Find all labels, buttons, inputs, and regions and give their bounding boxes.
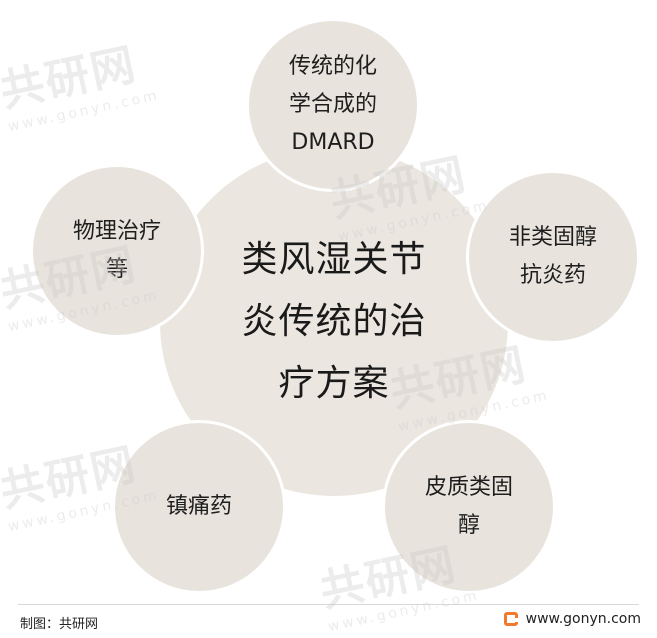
node-right-circle: 非类固醇 抗炎药 [466, 170, 640, 344]
center-label: 类风湿关节 炎传统的治 疗方案 [241, 239, 427, 404]
node-bottom-left-label: 镇痛药 [165, 494, 232, 519]
node-bottom-right-label: 皮质类固 醇 [424, 475, 513, 538]
node-left-label: 物理治疗 等 [72, 219, 161, 282]
footer-website-text: www.gonyn.com [525, 611, 641, 627]
footer-source: 制图：共研网 [20, 617, 99, 632]
node-top-circle: 传统的化 学合成的 DMARD [246, 18, 420, 192]
node-left-circle: 物理治疗 等 [30, 164, 204, 338]
node-top-label: 传统的化 学合成的 DMARD [288, 54, 377, 155]
footer-website: www.gonyn.com [503, 611, 641, 627]
node-bottom-right-circle: 皮质类固 醇 [382, 420, 556, 594]
node-right-label: 非类固醇 抗炎药 [508, 225, 597, 288]
gonyn-logo-icon [503, 612, 518, 626]
footer-divider [18, 604, 639, 605]
node-bottom-left-circle: 镇痛药 [112, 420, 286, 594]
